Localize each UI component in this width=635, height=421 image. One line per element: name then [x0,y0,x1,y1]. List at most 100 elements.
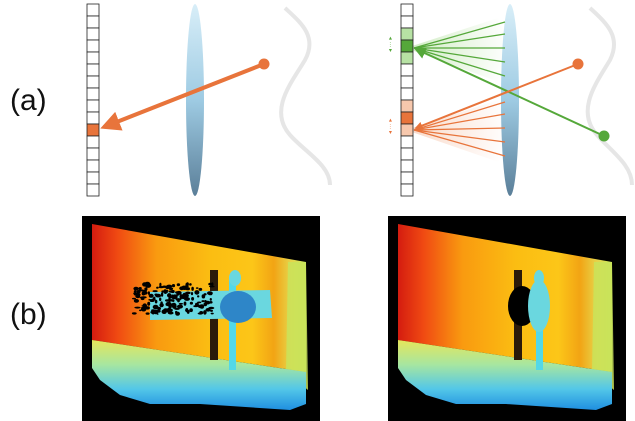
artifact-speckle [191,286,194,291]
artifact-speckle [189,308,193,313]
artifact-speckle [168,287,174,291]
sensor-pixel [400,171,414,185]
fan-orange [406,96,510,166]
lens-right [501,4,519,196]
artifact-speckle [140,307,147,312]
artifact-speckle [207,291,213,295]
artifact-speckle [184,297,190,301]
artifact-speckle [189,283,192,286]
artifact-speckle [165,285,170,290]
artifact-speckle [156,286,159,289]
artifact-speckle [155,293,162,298]
artifact-speckle [189,301,193,305]
sensor-pixel [86,183,100,197]
artifact-speckle [167,293,172,298]
point-orange-right [572,58,584,70]
artifact-speckle [195,287,199,289]
sensor-pixel [86,3,100,17]
sensor-pixel [86,147,100,161]
point-orange-left [258,58,270,70]
sensor-pixel [86,15,100,29]
sensor-column-left [86,3,100,197]
artifact-speckle [191,297,195,301]
rays-orange [413,101,506,157]
sensor-pixel [400,63,414,77]
ray-orange-left [100,62,265,131]
artifact-speckle [150,310,154,314]
sensor-pixel [86,111,100,125]
sensor-pixel [86,159,100,173]
depth-image-right [388,216,626,421]
depth-image-left [82,216,320,421]
artifact-speckle [203,310,207,315]
sensor-pixel [400,135,414,149]
artifact-speckle [159,297,162,302]
sensor-pixel [86,63,100,77]
artifact-speckle [208,282,212,286]
artifact-speckle [190,292,194,296]
artifact-speckle [134,306,141,309]
artifact-speckle [201,300,205,303]
artifact-speckle [133,299,139,303]
artifact-speckle [199,311,204,315]
artifact-speckle [152,290,158,293]
artifact-speckle [138,289,145,292]
artifact-speckle [133,290,137,293]
artifact-speckle [139,296,145,299]
sensor-pixel [400,99,414,113]
sensor-pixel [86,39,100,53]
surface-curve-left [279,6,332,186]
artifact-speckle [152,297,155,300]
artifact-speckle [163,291,169,293]
sensor-pixel [86,27,100,41]
artifact-speckle [172,304,177,309]
artifact-speckle [133,293,139,296]
sensor-pixel [400,51,414,65]
fan-green [406,14,510,86]
artifact-speckle [209,285,215,288]
artifact-speckle [142,291,148,295]
artifact-speckle [177,304,183,309]
sensor-pixel [86,51,100,65]
artifact-speckle [169,299,175,302]
artifact-speckle [159,303,164,308]
artifact-speckle [181,294,188,297]
artifact-speckle [176,290,182,295]
artifact-speckle [168,309,172,311]
artifact-speckle [148,293,154,298]
artifact-speckle [210,312,214,315]
sensor-pixel [400,3,414,17]
artifact-speckle [194,290,200,295]
artifact-speckle [171,284,176,288]
artifact-speckle [181,286,188,290]
sensor-pixel [86,123,100,137]
artifact-speckle [208,306,215,310]
artifact-speckle [154,299,158,304]
artifact-speckle [144,287,148,291]
artifact-speckle [175,298,181,301]
artifact-speckle [210,309,213,312]
sensor-pixel [400,27,414,41]
ray-green-main [413,47,605,137]
artifact-speckle [198,287,203,291]
artifact-speckle [147,301,151,306]
artifact-speckle [203,302,208,307]
artifact-speckle [198,304,204,309]
sensor-pixel [400,39,414,53]
artifact-speckle [158,286,164,289]
artifact-speckle [157,306,161,311]
sensor-pixel [86,135,100,149]
artifact-speckle [172,294,178,299]
ray-orange-main [414,63,579,130]
sensor-pixel [86,99,100,113]
artifact-speckle [193,305,199,308]
lens-left [186,4,204,196]
sensor-pixel [400,123,414,137]
artifact-speckle [175,310,178,314]
artifact-speckle [149,300,155,302]
annot-orange: ◂ ··· ▸ [388,119,394,134]
point-green-right [598,130,610,142]
sensor-pixel [86,171,100,185]
artifact-speckle [185,291,191,295]
artifact-speckle [211,282,214,287]
